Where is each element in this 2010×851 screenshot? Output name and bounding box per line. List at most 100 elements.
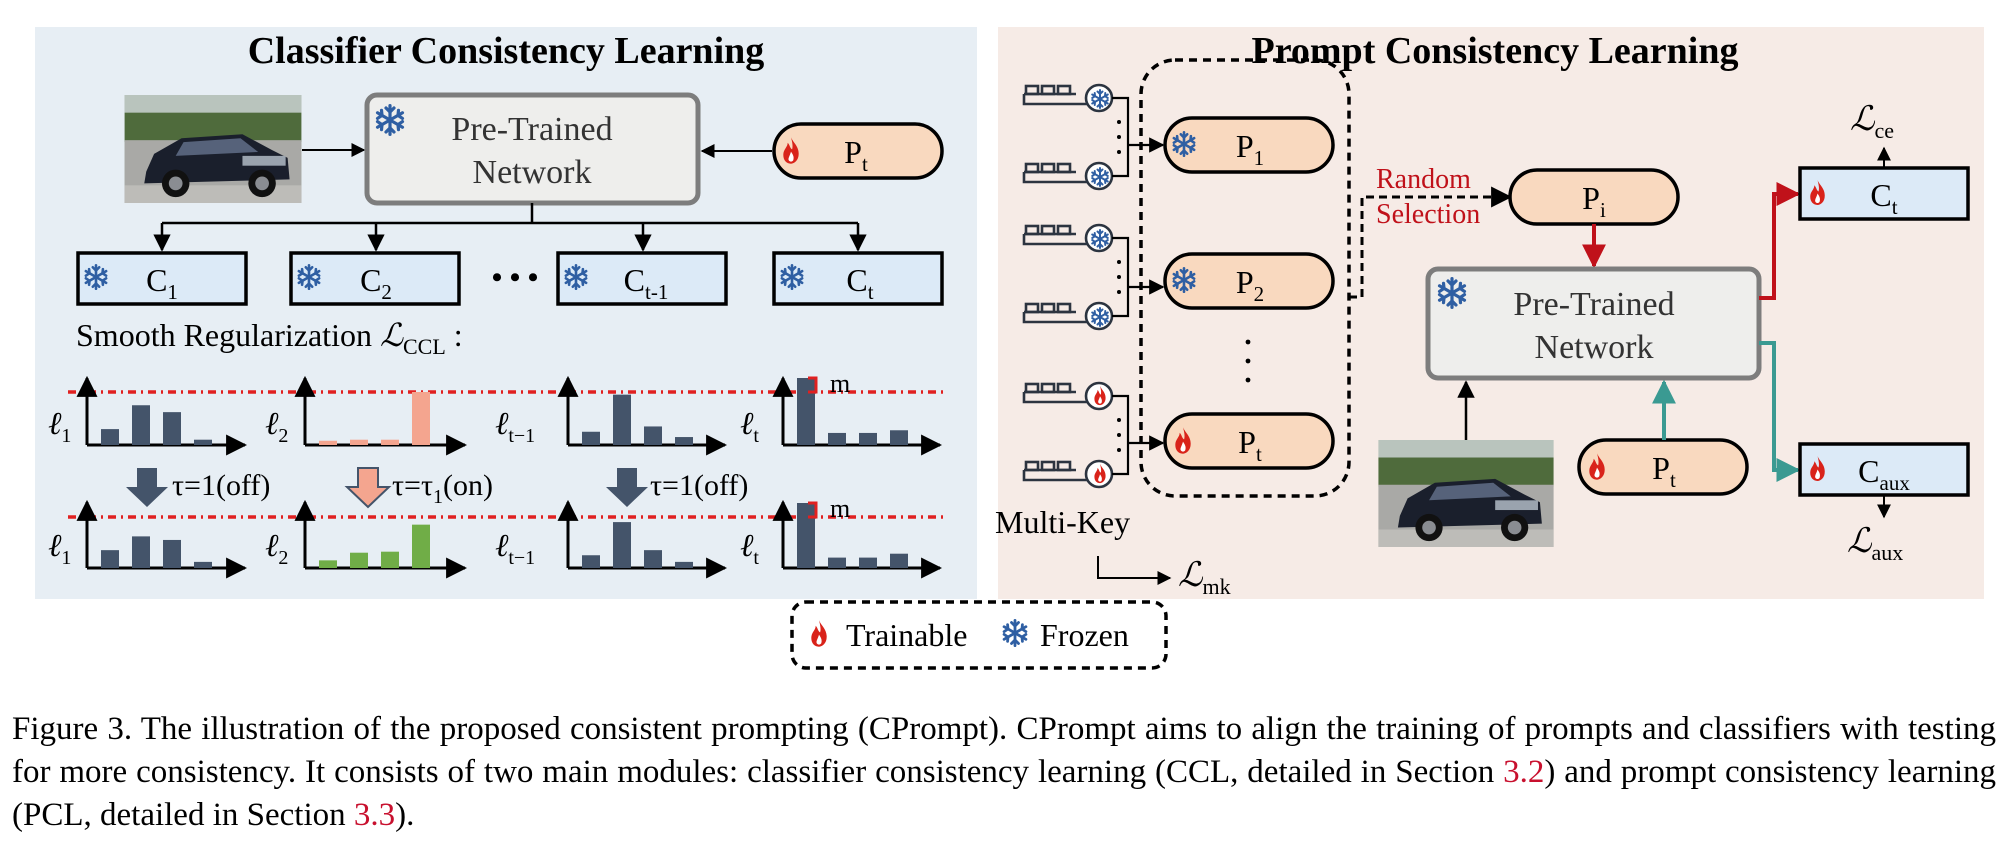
- logit-bar: [859, 432, 877, 445]
- svg-text:ℓt−1: ℓt−1: [495, 527, 535, 569]
- margin-label: m: [830, 369, 850, 398]
- svg-text:Ct-1: Ct-1: [624, 262, 669, 304]
- svg-text:ℓt: ℓt: [740, 527, 759, 569]
- logit-bars: [101, 378, 908, 568]
- legend: Trainable Frozen: [790, 600, 1168, 670]
- pcl-pretrained-network: Pre-Trained Network: [1425, 266, 1762, 381]
- logit-bar: [859, 557, 877, 568]
- logit-bar: [101, 550, 119, 568]
- loss-mk: ℒmk: [1178, 557, 1231, 599]
- loss-aux: ℒaux: [1847, 523, 1903, 565]
- logit-bar: [132, 405, 150, 445]
- section-ref[interactable]: 3.2: [1503, 754, 1545, 790]
- logit-bar: [890, 430, 908, 445]
- logit-bar: [163, 412, 181, 445]
- svg-text:P1: P1: [1236, 128, 1264, 170]
- logit-bar: [381, 551, 399, 568]
- logit-bar: [319, 440, 337, 445]
- logit-bar: [194, 561, 212, 568]
- logit-bar: [644, 550, 662, 568]
- logit-bar: [163, 539, 181, 568]
- pcl-prompt-pt: Pt: [1577, 438, 1749, 496]
- logit-bar: [101, 429, 119, 445]
- logit-bar: [644, 426, 662, 445]
- logit-bar: [582, 555, 600, 568]
- svg-text:Pre-Trained: Pre-Trained: [1513, 286, 1674, 323]
- classifier-c2: C2: [289, 251, 461, 306]
- classifier-caux: Caux: [1798, 442, 1970, 497]
- svg-text:Pt: Pt: [844, 134, 868, 176]
- svg-text:ℓ2: ℓ2: [265, 527, 288, 569]
- logit-bar: [613, 522, 631, 568]
- pcl-title: Prompt Consistency Learning: [1252, 30, 1739, 72]
- margin-label: m: [830, 494, 850, 523]
- svg-text:P2: P2: [1236, 264, 1264, 306]
- prompt-pt-pool: Pt: [1163, 412, 1335, 470]
- logit-bar: [675, 437, 693, 445]
- pt-sub: t: [862, 152, 868, 176]
- classifier-ct-1: Ct-1: [556, 251, 728, 306]
- logit-bar: [797, 378, 815, 445]
- svg-text:Pt: Pt: [1238, 424, 1262, 466]
- svg-text:ℓ2: ℓ2: [265, 405, 288, 447]
- down-arrow: [606, 468, 648, 507]
- svg-text:Ct: Ct: [1870, 177, 1897, 219]
- svg-text:C1: C1: [146, 262, 178, 304]
- down-arrow-pink: [344, 467, 392, 509]
- random-selection-arrow: [1349, 186, 1513, 299]
- ccl-panel: Classifier Consistency Learning Pre-Trai…: [35, 27, 977, 599]
- logit-bar: [132, 536, 150, 568]
- logit-bar: [675, 561, 693, 568]
- svg-text:Pt: Pt: [1652, 450, 1676, 492]
- classifier-c1: C1: [76, 251, 248, 306]
- ccl-pretrained-network: Pre-Trained Network: [364, 92, 701, 206]
- prompt-pi: Pi: [1508, 168, 1680, 226]
- ptn-line2: Network: [473, 154, 592, 191]
- ccl-title: Classifier Consistency Learning: [248, 30, 765, 72]
- logit-bar: [381, 439, 399, 445]
- classifier-ct: Ct: [772, 251, 944, 306]
- legend-frozen: Frozen: [1040, 617, 1129, 653]
- classifier-ct-out: Ct: [1798, 166, 1970, 221]
- logit-bar: [828, 432, 846, 445]
- tau-off-1: τ=1(off): [172, 469, 270, 502]
- down-arrow: [126, 468, 168, 507]
- car-photo: [124, 95, 302, 203]
- car-photo: [1378, 440, 1554, 547]
- svg-text:Pi: Pi: [1582, 180, 1606, 222]
- logit-bar: [613, 394, 631, 445]
- ptn-line1: Pre-Trained: [451, 111, 612, 148]
- logit-bar: [412, 524, 430, 568]
- cprompt-diagram: Classifier Consistency Learning Pre-Trai…: [35, 27, 1984, 670]
- selection-label: Selection: [1376, 199, 1480, 230]
- multi-key-label: Multi-Key: [995, 504, 1130, 540]
- svg-text:ℓt−1: ℓt−1: [495, 405, 535, 447]
- svg-text:Ct: Ct: [846, 262, 873, 304]
- logit-bar: [350, 439, 368, 445]
- svg-text:ℓ1: ℓ1: [48, 405, 71, 447]
- ccl-prompt-pt: Pt: [772, 122, 944, 180]
- tau-off-2: τ=1(off): [650, 469, 748, 502]
- smooth-regularization: Smooth Regularization ℒCCL :: [76, 317, 463, 359]
- logit-bar: [319, 560, 337, 568]
- logit-bar: [412, 392, 430, 445]
- svg-text:C2: C2: [360, 262, 392, 304]
- tau-on: τ=τ1(on): [392, 469, 493, 508]
- logit-bar: [890, 553, 908, 568]
- section-ref[interactable]: 3.3: [353, 797, 396, 833]
- logit-bar: [350, 552, 368, 568]
- svg-text:ℓ1: ℓ1: [48, 527, 71, 569]
- logit-bar: [194, 439, 212, 445]
- logit-bar: [797, 503, 815, 568]
- pt-base: P: [844, 134, 862, 170]
- loss-ce: ℒce: [1850, 101, 1894, 143]
- svg-text:Caux: Caux: [1858, 453, 1910, 495]
- pcl-panel: Prompt Consistency Learning: [995, 27, 1984, 599]
- legend-trainable: Trainable: [846, 617, 967, 653]
- logit-bar: [828, 557, 846, 568]
- prompt-p2: P2: [1163, 252, 1335, 310]
- prompt-p1: P1: [1163, 116, 1335, 174]
- ellipsis: • • •: [492, 261, 539, 294]
- svg-text:ℓt: ℓt: [740, 405, 759, 447]
- svg-text:Network: Network: [1535, 329, 1654, 366]
